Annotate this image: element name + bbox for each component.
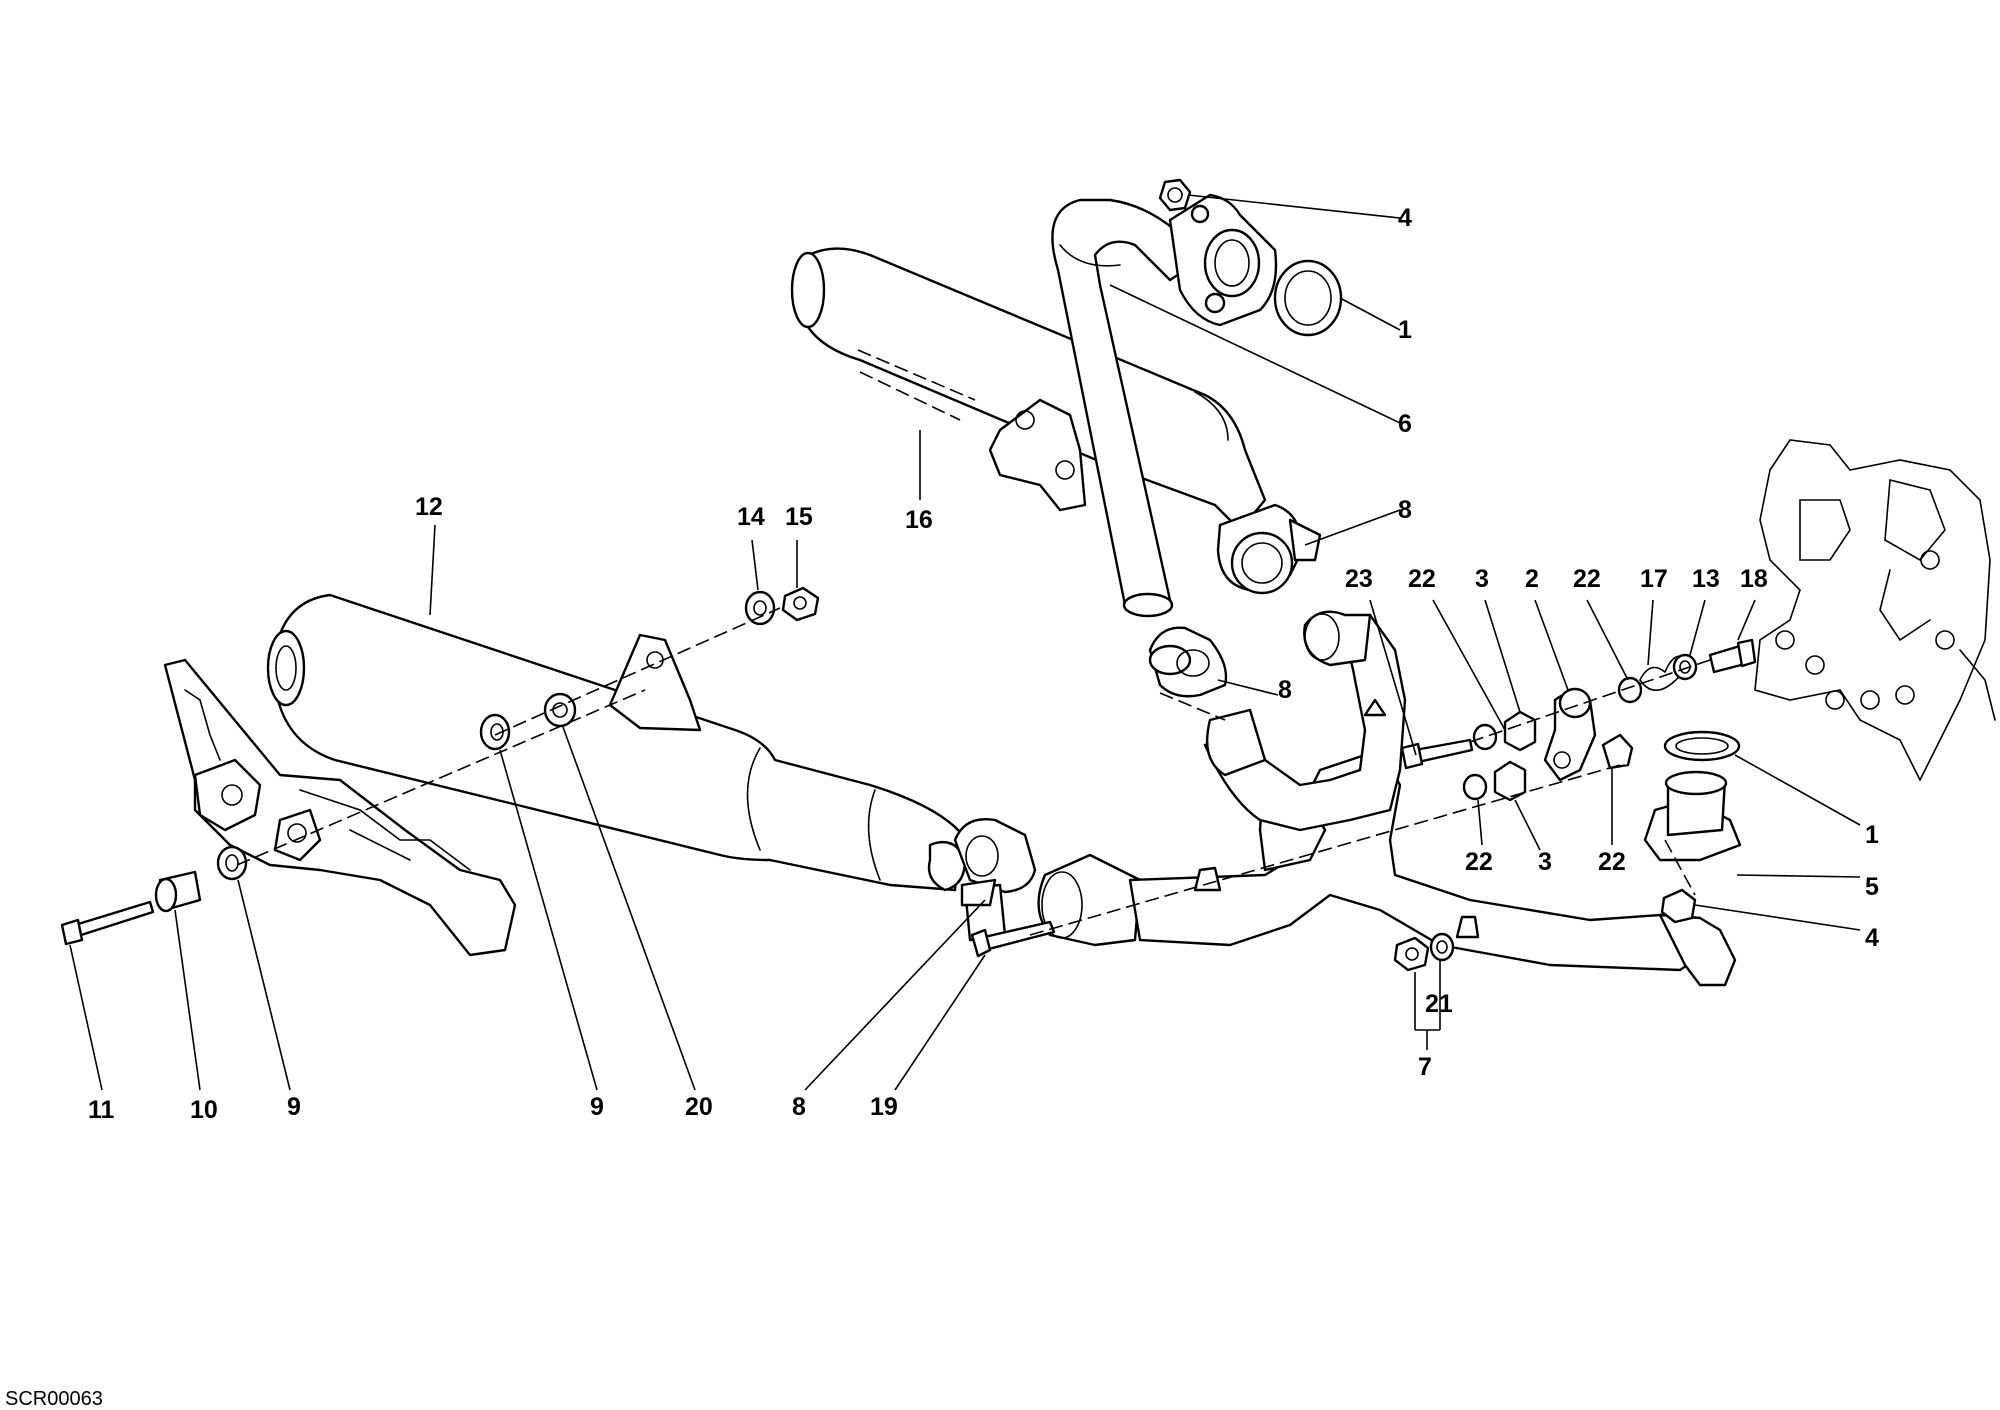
callout-22-c: 22 <box>1465 848 1493 876</box>
bolt-7 <box>1393 936 1430 972</box>
callout-5: 5 <box>1865 873 1879 901</box>
callout-10: 10 <box>190 1096 218 1124</box>
callout-14: 14 <box>737 503 765 531</box>
nut-4-top <box>1158 178 1192 212</box>
assembly-axis-lines <box>236 607 1711 936</box>
callout-labels: 4 1 6 8 16 12 14 15 8 23 22 3 2 22 17 13… <box>88 204 1879 1124</box>
callout-1-lower: 1 <box>1865 821 1879 849</box>
callout-8-middle: 8 <box>1278 676 1292 704</box>
washer-21 <box>1429 932 1455 962</box>
bracket-2 <box>1543 687 1597 782</box>
callout-22-b: 22 <box>1573 565 1601 593</box>
callout-15: 15 <box>785 503 813 531</box>
callout-2: 2 <box>1525 565 1539 593</box>
nut-4-lower <box>1660 888 1697 924</box>
callout-22-a: 22 <box>1408 565 1436 593</box>
washer-9-center <box>479 713 511 751</box>
rubber-mount-3-lower <box>1493 760 1527 802</box>
engine-case-outline <box>1754 439 1996 781</box>
callout-3-upper: 3 <box>1475 565 1489 593</box>
callout-12: 12 <box>415 493 443 521</box>
callout-1-top: 1 <box>1398 316 1412 344</box>
callout-6: 6 <box>1398 410 1412 438</box>
washer-14 <box>744 590 776 626</box>
clamp-8-middle <box>1148 626 1228 698</box>
washer-22-c <box>1462 773 1488 801</box>
bolt-18 <box>1708 638 1757 674</box>
upper-muffler <box>790 247 1267 532</box>
upper-header-pipe <box>1051 198 1202 618</box>
lower-header-pipe <box>1037 610 1737 987</box>
lower-flange <box>1643 770 1742 862</box>
footrest-bracket <box>163 658 517 957</box>
bolt-11 <box>60 900 155 946</box>
callout-4-top: 4 <box>1398 204 1412 232</box>
callout-9-left: 9 <box>287 1093 301 1121</box>
washer-22-a <box>1472 723 1498 751</box>
bolt-19 <box>970 920 1056 958</box>
callout-9-center: 9 <box>590 1093 604 1121</box>
clamp-8-lower <box>953 818 1037 942</box>
callout-3-lower: 3 <box>1538 848 1552 876</box>
callout-20: 20 <box>685 1093 713 1121</box>
callout-16: 16 <box>905 506 933 534</box>
drawing-code: SCR00063 <box>5 1388 103 1410</box>
washer-22-d <box>1601 733 1634 770</box>
callout-21: 21 <box>1425 990 1453 1018</box>
callout-23: 23 <box>1345 565 1373 593</box>
washer-9-left <box>216 845 248 881</box>
callout-7: 7 <box>1418 1053 1432 1081</box>
upper-outlet-sleeve <box>1216 503 1322 595</box>
callout-13: 13 <box>1692 565 1720 593</box>
callout-17: 17 <box>1640 565 1668 593</box>
nut-15 <box>781 586 820 622</box>
callout-18: 18 <box>1740 565 1768 593</box>
callout-4-lower: 4 <box>1865 924 1879 952</box>
gasket-1-top <box>1273 259 1343 337</box>
upper-flange <box>1168 193 1278 327</box>
callout-22-d: 22 <box>1598 848 1626 876</box>
leader-lines <box>69 194 1861 1091</box>
callout-19: 19 <box>870 1093 898 1121</box>
callout-8-upper: 8 <box>1398 496 1412 524</box>
washer-22-b <box>1617 676 1643 704</box>
callout-11: 11 <box>88 1096 115 1124</box>
callout-8-lower: 8 <box>792 1093 806 1121</box>
washer-13 <box>1672 653 1698 681</box>
gasket-1-lower <box>1663 730 1741 762</box>
rubber-mount-3-upper <box>1503 710 1537 752</box>
spacer-10 <box>154 870 202 913</box>
lower-muffler <box>266 593 967 892</box>
